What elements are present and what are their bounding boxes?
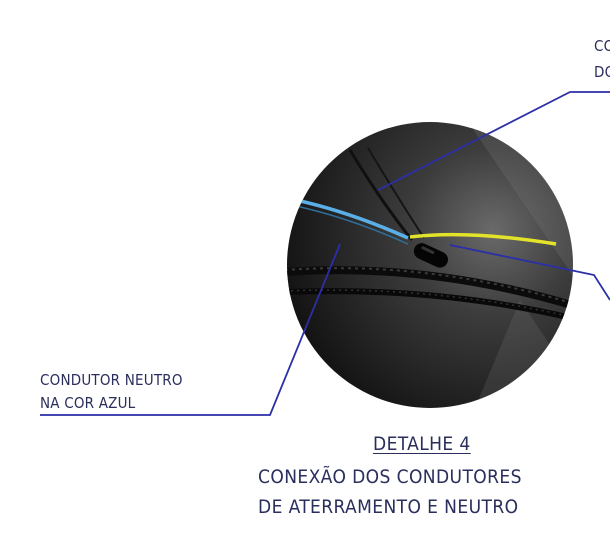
label-top-right-line2: DO [594, 63, 610, 81]
cable-lower-1 [287, 266, 573, 311]
detail-caption-line2: DE ATERRAMENTO E NEUTRO [258, 496, 519, 518]
leader-right [449, 244, 610, 301]
cable-lower-2-strand [287, 289, 573, 320]
leader-top-right [377, 91, 610, 191]
connector [413, 243, 448, 268]
neutral-wire [295, 198, 409, 240]
cable-lower-1-strand [287, 267, 573, 306]
label-neutral-line1: CONDUTOR NEUTRO [40, 371, 183, 389]
leader-neutral [40, 243, 341, 416]
detail-circle [287, 122, 573, 408]
label-neutral-line2: NA COR AZUL [40, 394, 136, 412]
ground-wire [409, 232, 557, 246]
label-top-right-line1: CO [594, 37, 610, 55]
detail-caption-line1: CONEXÃO DOS CONDUTORES [258, 466, 522, 488]
detail-title: DETALHE 4 [373, 433, 471, 455]
cable-lower-2 [287, 288, 573, 323]
